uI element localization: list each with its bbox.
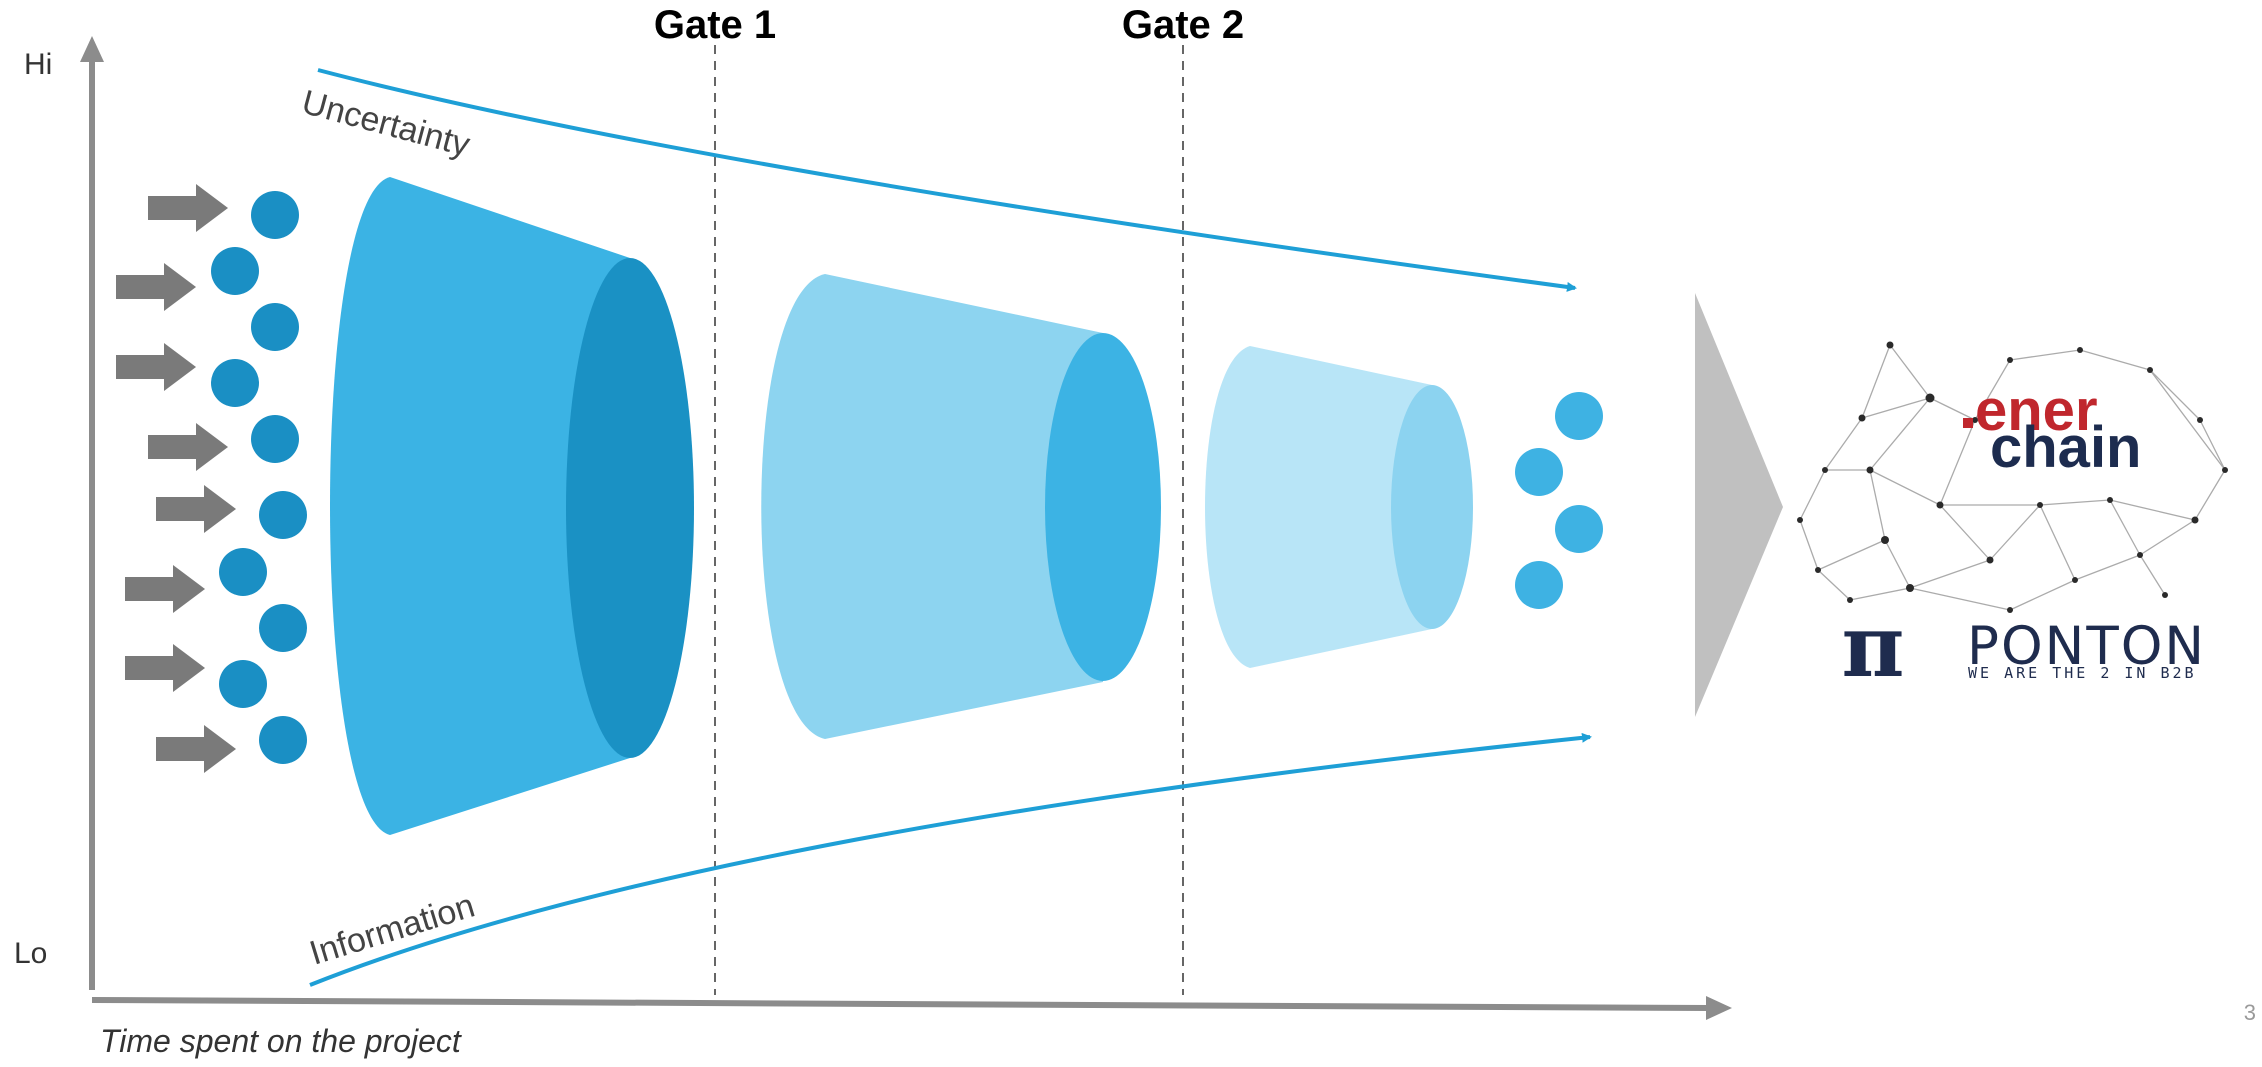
idea-dot	[251, 191, 299, 239]
funnel-stage-3	[1205, 346, 1473, 668]
right-arrow-icon	[116, 263, 196, 311]
right-arrow-icon	[156, 485, 236, 533]
axes: Hi Lo Time spent on the project	[14, 36, 1732, 1059]
uncertainty-line	[317, 68, 1577, 292]
output-dot	[1555, 392, 1603, 440]
x-axis	[91, 997, 1711, 1011]
output-dot	[1515, 561, 1563, 609]
idea-dot	[251, 303, 299, 351]
ponton-tagline: WE ARE THE 2 IN B2B	[1968, 664, 2197, 682]
output-dot	[1555, 505, 1603, 553]
gate-1-label: Gate 1	[654, 3, 776, 47]
enerchain-logo: ener chain	[1797, 341, 2228, 613]
input-arrows	[116, 184, 236, 773]
y-axis-arrowhead	[80, 36, 104, 62]
right-arrow-icon	[125, 644, 205, 692]
enerchain-prefix: ener	[1975, 378, 2098, 443]
network-graphic	[1799, 344, 2226, 611]
right-arrow-icon	[125, 565, 205, 613]
funnel-1-body	[330, 177, 630, 835]
idea-dot	[251, 415, 299, 463]
output-dot	[1515, 448, 1563, 496]
enerchain-dot-mark	[1963, 418, 1973, 428]
funnel-3-end	[1391, 385, 1473, 629]
funnel-stage-1	[330, 177, 694, 835]
input-ideas	[211, 191, 307, 764]
funnel-1-end	[566, 258, 694, 758]
idea-dot	[211, 247, 259, 295]
y-axis-top-label: Hi	[24, 48, 52, 81]
right-arrow-icon	[148, 423, 228, 471]
idea-dot	[211, 359, 259, 407]
idea-dot	[219, 660, 267, 708]
gates: Gate 1 Gate 2	[654, 3, 1244, 995]
idea-dot	[259, 491, 307, 539]
ponton-logo: π PONTON WE ARE THE 2 IN B2B	[1842, 596, 2206, 697]
right-arrow-icon	[116, 343, 196, 391]
triangle-right-icon	[1695, 293, 1783, 717]
x-axis-arrowhead	[1706, 996, 1732, 1020]
ponton-pi-symbol: π	[1842, 596, 1905, 697]
idea-dot	[219, 548, 267, 596]
funnel-stage-2	[761, 274, 1161, 739]
y-axis-bottom-label: Lo	[14, 937, 47, 970]
output-ideas	[1515, 392, 1603, 609]
page-number: 3	[2244, 1000, 2256, 1025]
funnel-3-body	[1205, 346, 1432, 668]
enerchain-suffix: chain	[1990, 415, 2142, 480]
ponton-name: PONTON	[1967, 616, 2206, 677]
x-axis-label: Time spent on the project	[100, 1023, 462, 1059]
funnel-2-body	[761, 274, 1103, 739]
uncertainty-label: Uncertainty	[298, 83, 474, 164]
right-arrow-icon	[156, 725, 236, 773]
right-arrow-icon	[148, 184, 228, 232]
idea-dot	[259, 604, 307, 652]
information-label: Information	[305, 887, 479, 973]
idea-dot	[259, 716, 307, 764]
information-line	[309, 732, 1592, 987]
network-nodes	[1797, 341, 2228, 613]
funnel-2-end	[1045, 333, 1161, 681]
gate-2-label: Gate 2	[1122, 3, 1244, 47]
